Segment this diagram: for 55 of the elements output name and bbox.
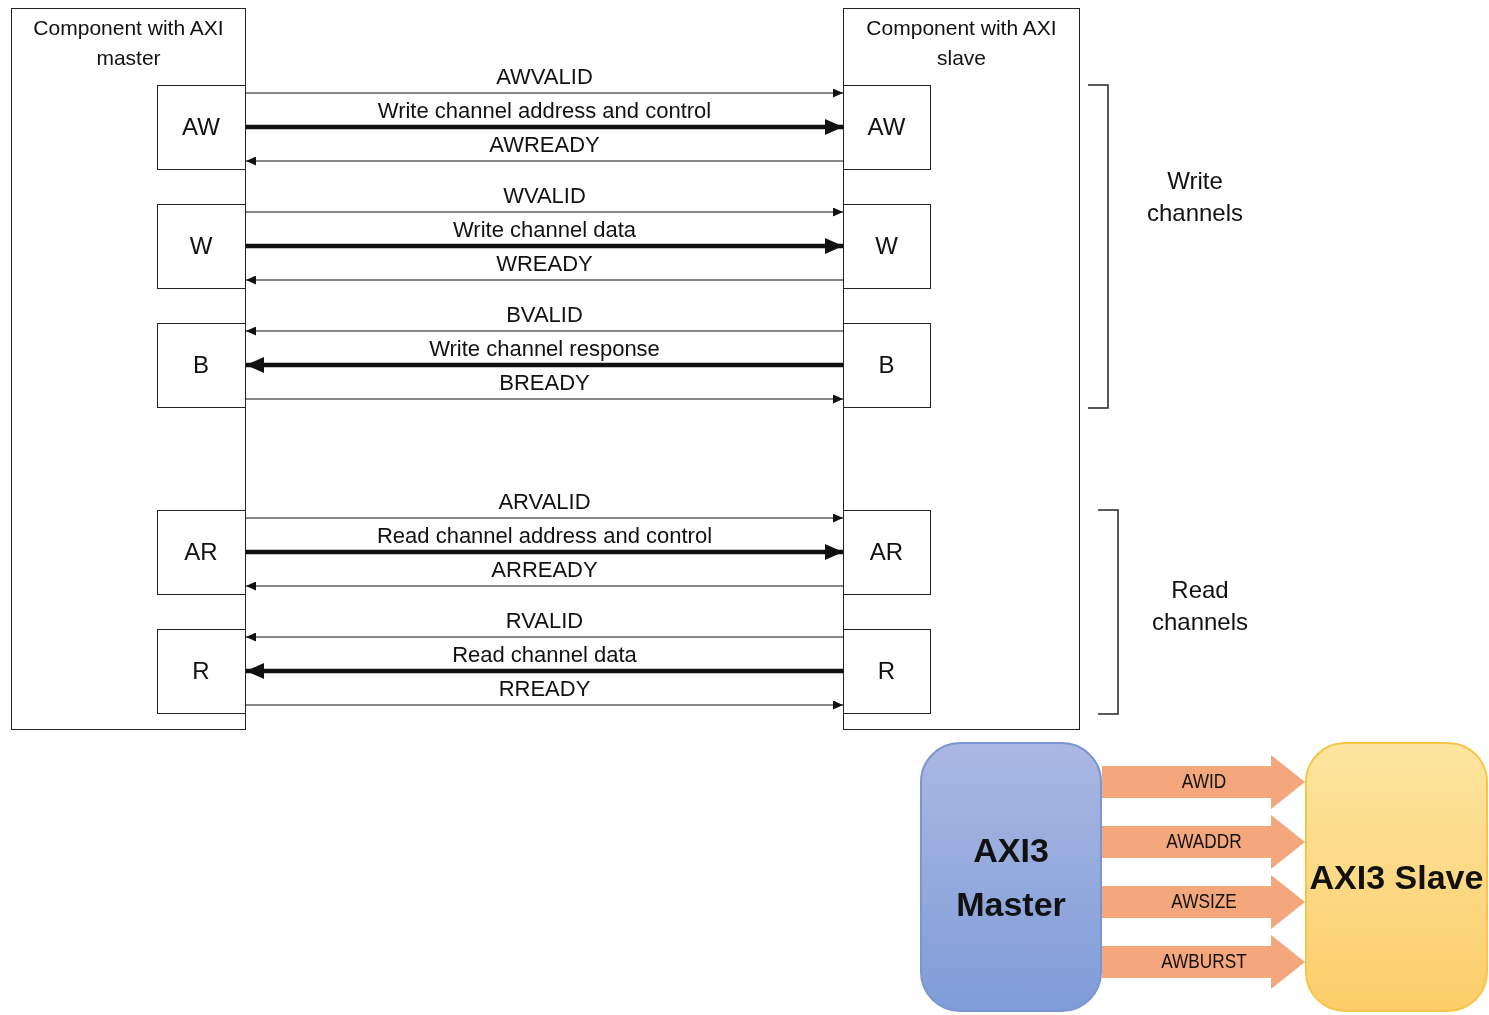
arrow bbox=[246, 544, 843, 560]
channel-box: W bbox=[156, 203, 246, 289]
edge-label: RREADY bbox=[498, 677, 591, 701]
arrow bbox=[245, 207, 844, 217]
channel-box: AR bbox=[842, 509, 931, 595]
edge-label: BVALID bbox=[506, 303, 583, 327]
edge-label: ARREADY bbox=[491, 558, 598, 582]
master-block: AXI3 Master bbox=[920, 742, 1102, 1012]
block-arrow bbox=[1102, 875, 1305, 929]
arrow bbox=[246, 663, 843, 679]
block-arrow bbox=[1102, 815, 1305, 869]
group-label: Write channels bbox=[1145, 166, 1245, 228]
arrow bbox=[245, 513, 844, 523]
edge-label: AWID bbox=[1181, 769, 1226, 793]
edge-label: BREADY bbox=[499, 371, 590, 395]
component-box bbox=[11, 8, 246, 730]
arrow bbox=[245, 88, 844, 98]
component-heading: Component with AXI slave bbox=[865, 15, 1058, 71]
edge-label: WVALID bbox=[503, 184, 586, 208]
component-heading: Component with AXI master bbox=[32, 15, 225, 71]
group-label: Read channels bbox=[1150, 575, 1250, 637]
edge-label: AWADDR bbox=[1165, 829, 1242, 853]
slave-block: AXI3 Slave bbox=[1305, 742, 1488, 1012]
channel-box: R bbox=[156, 628, 246, 714]
edge-label: Read channel data bbox=[452, 643, 637, 667]
edge-label: AWSIZE bbox=[1170, 889, 1237, 913]
channel-box: AW bbox=[842, 84, 931, 170]
arrow bbox=[246, 357, 843, 373]
edge-label: AWBURST bbox=[1160, 949, 1247, 973]
arrow bbox=[246, 119, 843, 135]
arrow bbox=[245, 632, 844, 642]
arrow bbox=[245, 156, 844, 166]
edge-label: AWVALID bbox=[496, 65, 593, 89]
edge-label: RVALID bbox=[505, 609, 584, 633]
edge-label: Write channel response bbox=[429, 337, 660, 361]
edge-label: ARVALID bbox=[498, 490, 591, 514]
arrow bbox=[245, 700, 844, 710]
edge-label: AWREADY bbox=[489, 133, 600, 157]
arrow bbox=[245, 394, 844, 404]
edge-label: Write channel data bbox=[453, 218, 636, 242]
edge-label: Read channel address and control bbox=[376, 524, 713, 548]
channel-box: AW bbox=[156, 84, 246, 170]
channel-box: B bbox=[842, 322, 931, 408]
component-box bbox=[843, 8, 1080, 730]
channel-box: AR bbox=[156, 509, 246, 595]
arrow bbox=[246, 238, 843, 254]
arrow bbox=[245, 581, 844, 591]
channel-box: B bbox=[156, 322, 246, 408]
arrow bbox=[245, 275, 844, 285]
edge-label: Write channel address and control bbox=[377, 99, 712, 123]
edge-label: WREADY bbox=[496, 252, 593, 276]
channel-box: R bbox=[842, 628, 931, 714]
arrow bbox=[245, 326, 844, 336]
block-arrow bbox=[1102, 935, 1305, 989]
channel-box: W bbox=[842, 203, 931, 289]
